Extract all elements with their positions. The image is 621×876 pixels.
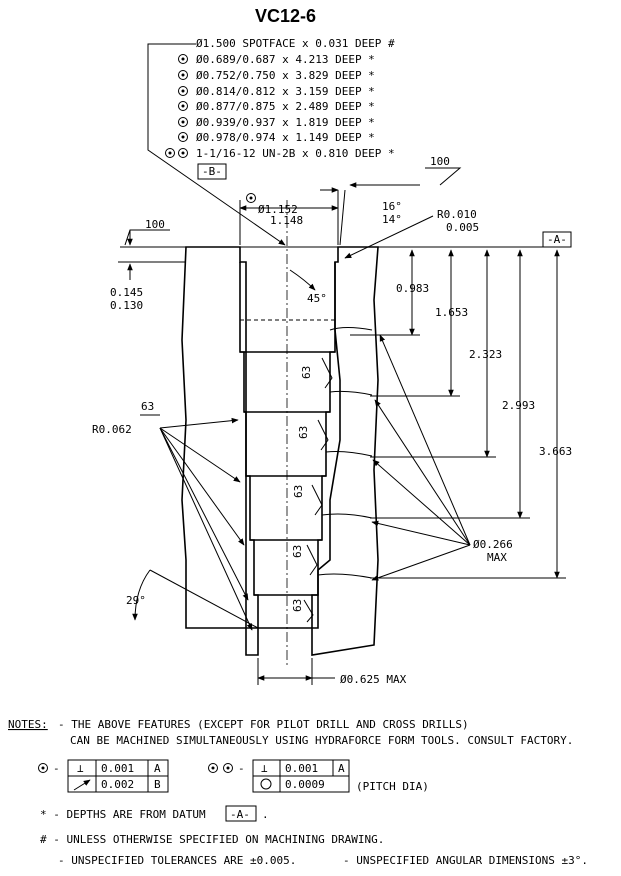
datum-b-label: -B- bbox=[202, 165, 222, 178]
note-line-2: CAN BE MACHINED SIMULTANEOUSLY USING HYD… bbox=[70, 734, 573, 747]
tolerance-note: - UNSPECIFIED TOLERANCES ARE ±0.005. bbox=[58, 854, 296, 867]
svg-text:Ø0.689/0.687 x 4.213 DEEP *: Ø0.689/0.687 x 4.213 DEEP * bbox=[196, 53, 375, 66]
svg-text:0.001: 0.001 bbox=[285, 762, 318, 775]
bottom-dia-dimension: Ø0.625 MAX bbox=[257, 658, 407, 686]
finish-63-marks: 63 63 63 63 63 63 bbox=[141, 357, 333, 623]
thread-zone bbox=[317, 327, 373, 579]
svg-text:100: 100 bbox=[145, 218, 165, 231]
datum-a-box bbox=[542, 231, 572, 248]
finish-symbol-right: 100 bbox=[425, 155, 462, 186]
svg-text:1.148: 1.148 bbox=[270, 214, 303, 227]
angle-16-14: 16° 14° bbox=[339, 182, 420, 246]
svg-text:100: 100 bbox=[430, 155, 450, 168]
svg-text:63: 63 bbox=[291, 545, 304, 558]
angular-note: - UNSPECIFIED ANGULAR DIMENSIONS ±3°. bbox=[343, 854, 588, 867]
svg-text:R0.062: R0.062 bbox=[92, 423, 132, 436]
bore-left-profile bbox=[239, 262, 259, 628]
svg-text:0.130: 0.130 bbox=[110, 299, 143, 312]
svg-text:63: 63 bbox=[300, 366, 313, 379]
svg-text:R0.010: R0.010 bbox=[437, 208, 477, 221]
svg-text:MAX: MAX bbox=[487, 551, 507, 564]
svg-text:Ø0.266: Ø0.266 bbox=[473, 538, 513, 551]
svg-text:0.983: 0.983 bbox=[396, 282, 429, 295]
svg-text:2.993: 2.993 bbox=[502, 399, 535, 412]
svg-text:Ø0.978/0.974 x 1.149 DEEP *: Ø0.978/0.974 x 1.149 DEEP * bbox=[196, 131, 375, 144]
thread-callout: 1-1/16-12 UN-2B x 0.810 DEEP * bbox=[165, 147, 395, 160]
svg-text:0.0009: 0.0009 bbox=[285, 778, 325, 791]
chamfer-dimension: 0.145 0.130 bbox=[110, 230, 143, 312]
cross-drill-dimension: Ø0.266 MAX bbox=[371, 334, 513, 581]
star-note-datum: -A- bbox=[230, 808, 250, 821]
finish-63-left: 63 bbox=[141, 400, 154, 413]
callout-leader bbox=[147, 43, 286, 246]
svg-text:-: - bbox=[238, 762, 245, 775]
bore-callout-1: Ø0.689/0.687 x 4.213 DEEP * bbox=[178, 53, 375, 66]
svg-text:Ø0.877/0.875 x 2.489 DEEP *: Ø0.877/0.875 x 2.489 DEEP * bbox=[196, 100, 375, 113]
star-note: * - DEPTHS ARE FROM DATUM bbox=[40, 808, 206, 821]
svg-text:B: B bbox=[154, 778, 161, 791]
svg-text:(PITCH DIA): (PITCH DIA) bbox=[356, 780, 429, 793]
svg-text:63: 63 bbox=[291, 599, 304, 612]
radius-062: R0.062 bbox=[92, 414, 253, 631]
callout-block: Ø1.500 SPOTFACE x 0.031 DEEP # Ø0.689/0.… bbox=[147, 37, 395, 246]
svg-text:1-1/16-12 UN-2B x 0.810 DEEP *: 1-1/16-12 UN-2B x 0.810 DEEP * bbox=[196, 147, 395, 160]
svg-text:Ø0.814/0.812 x 3.159 DEEP *: Ø0.814/0.812 x 3.159 DEEP * bbox=[196, 85, 375, 98]
svg-text:29°: 29° bbox=[126, 594, 146, 607]
svg-text:63: 63 bbox=[292, 485, 305, 498]
svg-text:⊥: ⊥ bbox=[261, 762, 268, 775]
svg-text:A: A bbox=[154, 762, 161, 775]
fcf-thread: - ⊥ 0.001 A 0.0009 (PITCH DIA) bbox=[208, 759, 429, 793]
fcf-concentricity: - ⊥ 0.001 A 0.002 B bbox=[38, 759, 169, 793]
svg-text:63: 63 bbox=[297, 426, 310, 439]
svg-text:1.653: 1.653 bbox=[435, 306, 468, 319]
depth-dimensions: 0.983 1.653 2.323 2.993 3.663 bbox=[350, 249, 572, 579]
svg-text:0.002: 0.002 bbox=[101, 778, 134, 791]
finish-symbol-top: 100 bbox=[124, 218, 170, 246]
bore-callout-6: Ø0.978/0.974 x 1.149 DEEP * bbox=[178, 131, 375, 144]
bore-right-profile bbox=[311, 262, 336, 628]
svg-text:.: . bbox=[262, 808, 269, 821]
datum-b-box bbox=[197, 163, 227, 180]
radius-010: R0.010 0.005 bbox=[344, 208, 479, 259]
part-section bbox=[118, 200, 560, 665]
drawing-title: VC12-6 bbox=[255, 6, 316, 26]
svg-text:Ø0.625 MAX: Ø0.625 MAX bbox=[340, 673, 407, 686]
svg-text:16°: 16° bbox=[382, 200, 402, 213]
svg-text:-: - bbox=[53, 762, 60, 775]
angle-29: 29° bbox=[126, 569, 259, 629]
svg-text:3.663: 3.663 bbox=[539, 445, 572, 458]
svg-text:A: A bbox=[338, 762, 345, 775]
datum-a-label: -A- bbox=[547, 233, 567, 246]
bore-callout-4: Ø0.877/0.875 x 2.489 DEEP * bbox=[178, 100, 375, 113]
hash-note: # - UNLESS OTHERWISE SPECIFIED ON MACHIN… bbox=[40, 833, 384, 846]
svg-text:Ø0.939/0.937 x 1.819 DEEP *: Ø0.939/0.937 x 1.819 DEEP * bbox=[196, 116, 375, 129]
angle-45-label: 45° bbox=[307, 292, 327, 305]
spotface-callout: Ø1.500 SPOTFACE x 0.031 DEEP # bbox=[196, 37, 395, 50]
top-dia-dimension: Ø1.152 1.148 bbox=[239, 187, 339, 245]
note-line-1: - THE ABOVE FEATURES (EXCEPT FOR PILOT D… bbox=[58, 718, 469, 731]
bore-callout-5: Ø0.939/0.937 x 1.819 DEEP * bbox=[178, 116, 375, 129]
bore-callout-2: Ø0.752/0.750 x 3.829 DEEP * bbox=[178, 69, 375, 82]
notes-section: NOTES: - THE ABOVE FEATURES (EXCEPT FOR … bbox=[8, 718, 588, 867]
svg-text:⊥: ⊥ bbox=[77, 762, 84, 775]
svg-text:2.323: 2.323 bbox=[469, 348, 502, 361]
right-wall bbox=[311, 246, 379, 656]
bore-callout-3: Ø0.814/0.812 x 3.159 DEEP * bbox=[178, 85, 375, 98]
svg-text:0.001: 0.001 bbox=[101, 762, 134, 775]
svg-text:0.145: 0.145 bbox=[110, 286, 143, 299]
svg-text:Ø0.752/0.750 x 3.829 DEEP *: Ø0.752/0.750 x 3.829 DEEP * bbox=[196, 69, 375, 82]
notes-label: NOTES: bbox=[8, 718, 48, 731]
svg-text:14°: 14° bbox=[382, 213, 402, 226]
svg-text:0.005: 0.005 bbox=[446, 221, 479, 234]
